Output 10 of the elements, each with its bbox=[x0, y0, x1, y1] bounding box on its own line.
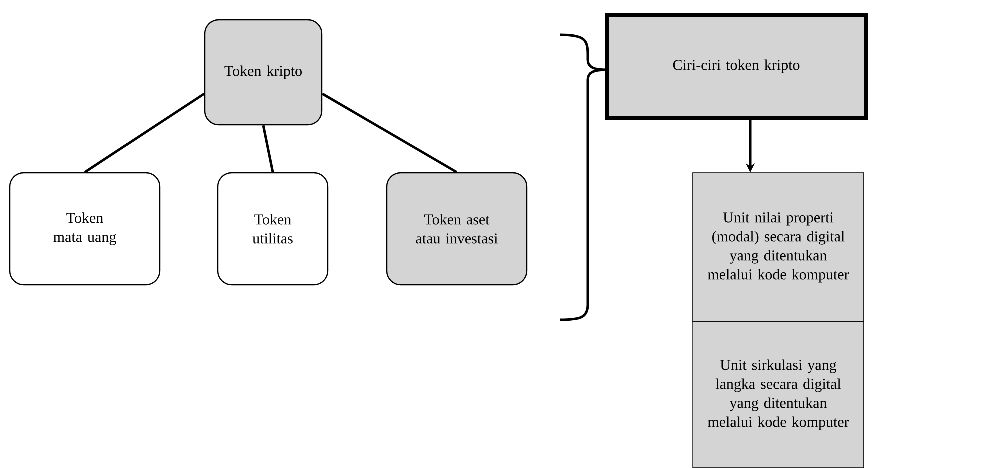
text-box: Unit nilai properti (modal) secara digital yang ditentukan melalui kode komputer bbox=[692, 172, 864, 322]
rounded-box: Token utilitas bbox=[217, 172, 329, 286]
rounded-box: Token mata uang bbox=[9, 172, 161, 286]
text-box: Unit sirkulasi yang langka secara digital yang ditentukan melalui kode komputer bbox=[692, 322, 864, 468]
connector-line bbox=[262, 125, 274, 173]
connector-line bbox=[84, 92, 206, 174]
rounded-box: Token aset atau investasi bbox=[386, 172, 528, 286]
connector-line bbox=[322, 92, 458, 174]
heading-box: Ciri-ciri token kripto bbox=[605, 13, 868, 120]
rounded-box: Token kripto bbox=[204, 19, 323, 126]
